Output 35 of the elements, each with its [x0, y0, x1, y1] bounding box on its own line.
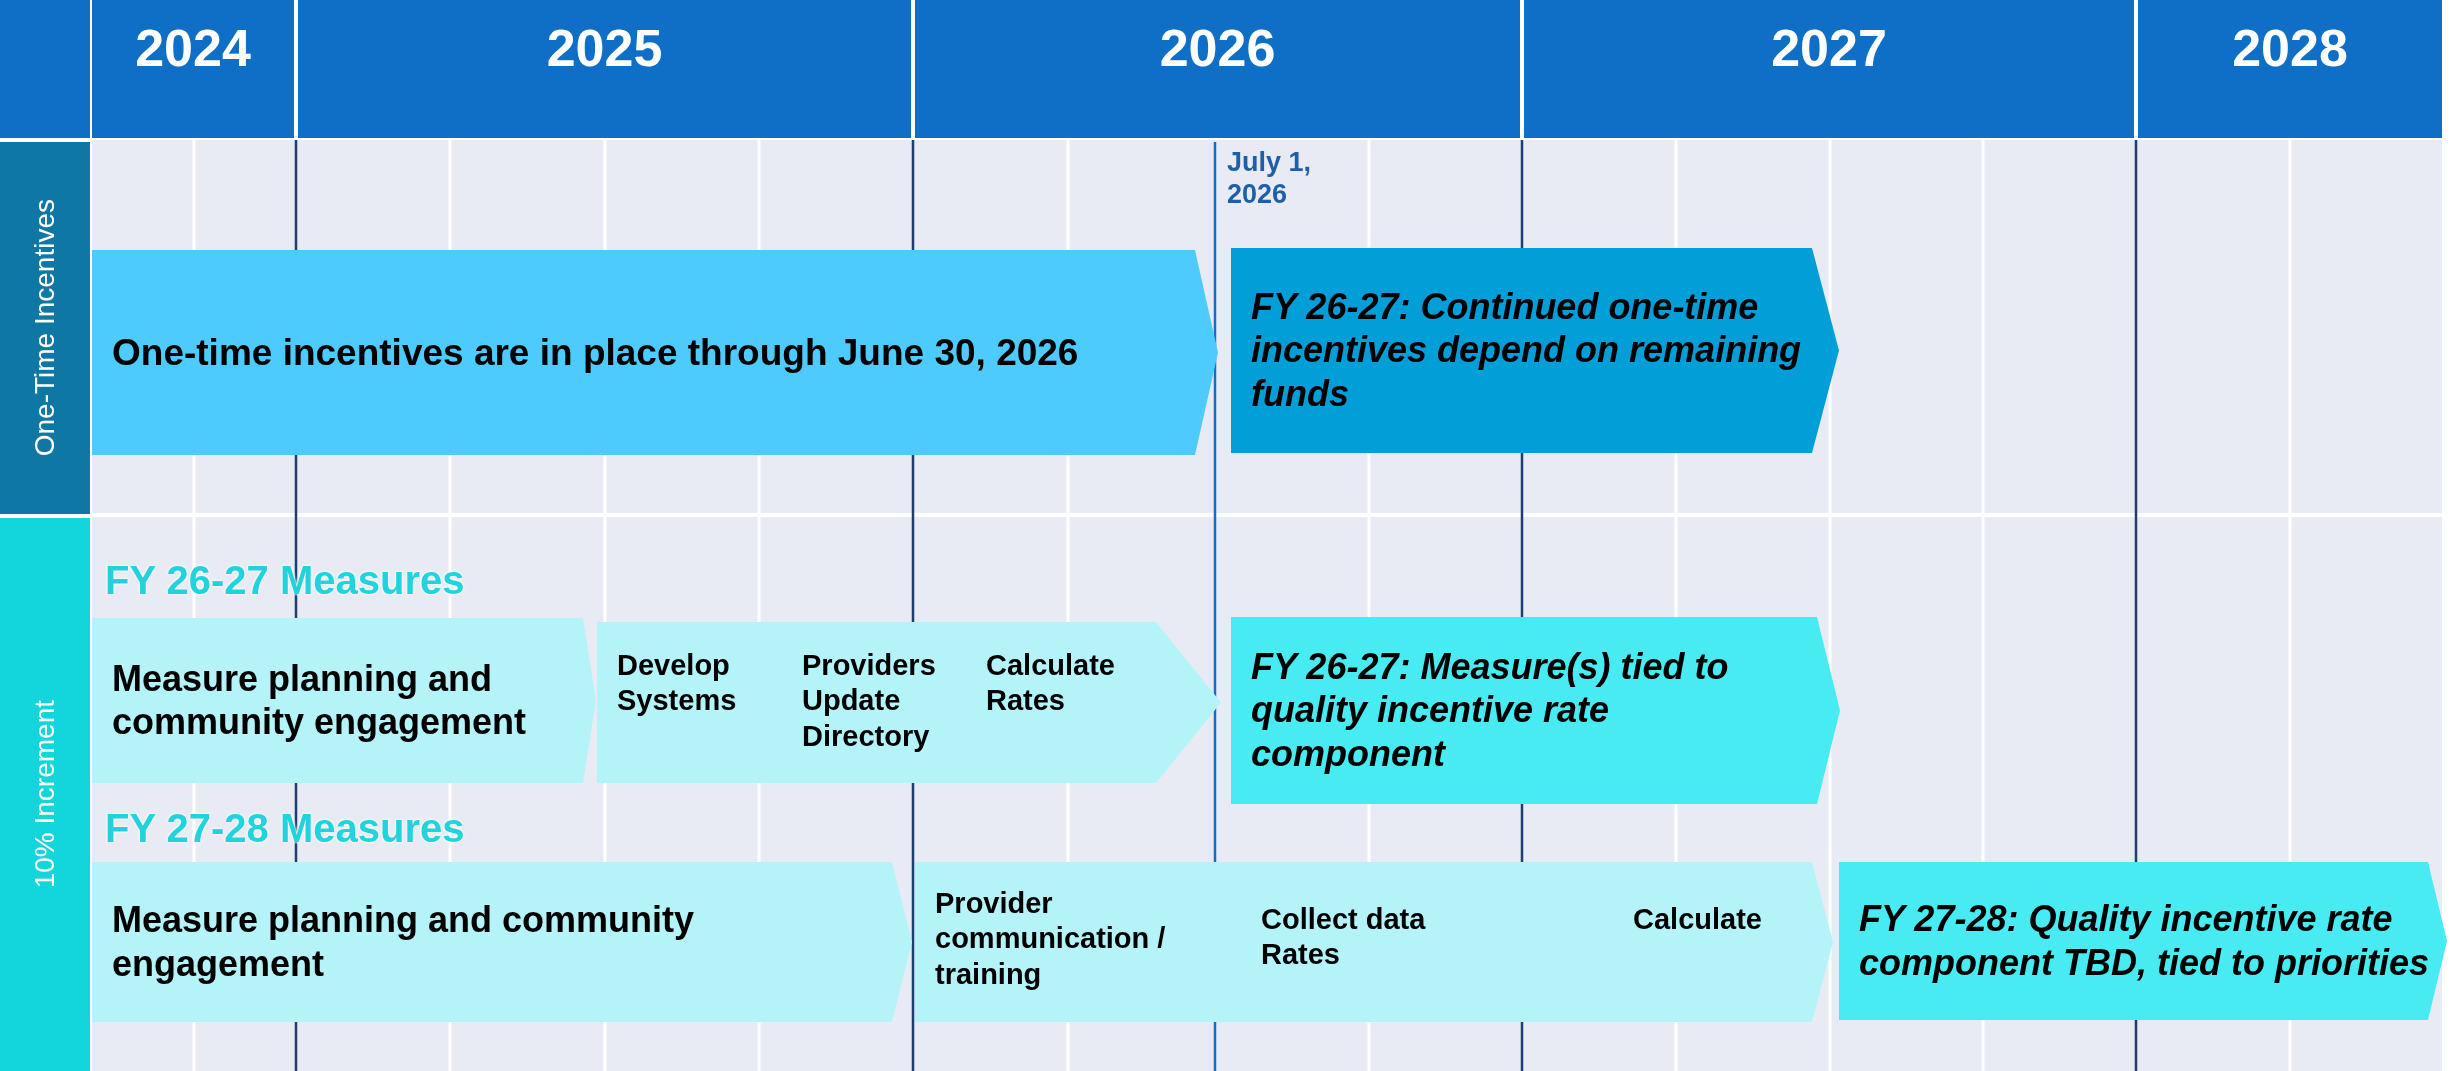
timeline-bar: [1231, 248, 1839, 453]
year-label: 2027: [1770, 18, 1888, 78]
timeline-bar: [92, 862, 912, 1022]
year-label: 2024: [134, 18, 252, 78]
row-label: 10% Increment: [29, 700, 61, 889]
year-label: 2028: [2231, 18, 2349, 78]
arrow-text: FY 26-27: Continued one-time incentives depend on remaining funds: [1251, 284, 1803, 417]
row-band: [0, 142, 90, 514]
date-label: July 1, 2026: [1227, 146, 1313, 211]
timeline-bar: [92, 250, 1218, 455]
arrow-text: Calculate Rates: [986, 648, 1116, 719]
arrow-text: One-time incentives are in place through June 30, 2026: [112, 330, 1080, 375]
year-label: 2026: [1158, 18, 1277, 78]
timeline-bar: [597, 622, 1221, 783]
arrow-text: Provider communication / training: [935, 886, 1167, 992]
arrow-text: Calculate: [1633, 902, 1763, 937]
year-header: [1524, 0, 2134, 138]
year-header: [298, 0, 911, 138]
arrow-text: FY 26-27: Measure(s) tied to quality incentive rate component: [1251, 644, 1730, 777]
year-header: [2138, 0, 2442, 138]
arrow-text: Providers Update Directory: [802, 648, 937, 754]
arrow-text: FY 27-28: Quality incentive rate component TBD, tied to priorities: [1859, 897, 2429, 985]
timeline-bar: [915, 862, 1833, 1022]
arrow-text: Collect data Rates: [1261, 902, 1427, 973]
year-header: [915, 0, 1520, 138]
row-band: [0, 518, 90, 1071]
timeline-bar: [92, 618, 596, 783]
arrow-text: Measure planning and community engagement: [112, 898, 696, 986]
row-label: One-Time Incentives: [29, 199, 61, 457]
timeline-bar: [1231, 617, 1840, 804]
arrow-text: Measure planning and community engagement: [112, 656, 528, 745]
year-header: [92, 0, 294, 138]
arrow-text: Develop Systems: [617, 648, 738, 719]
timeline-bar: [1839, 862, 2447, 1020]
year-label: 2025: [545, 18, 664, 78]
